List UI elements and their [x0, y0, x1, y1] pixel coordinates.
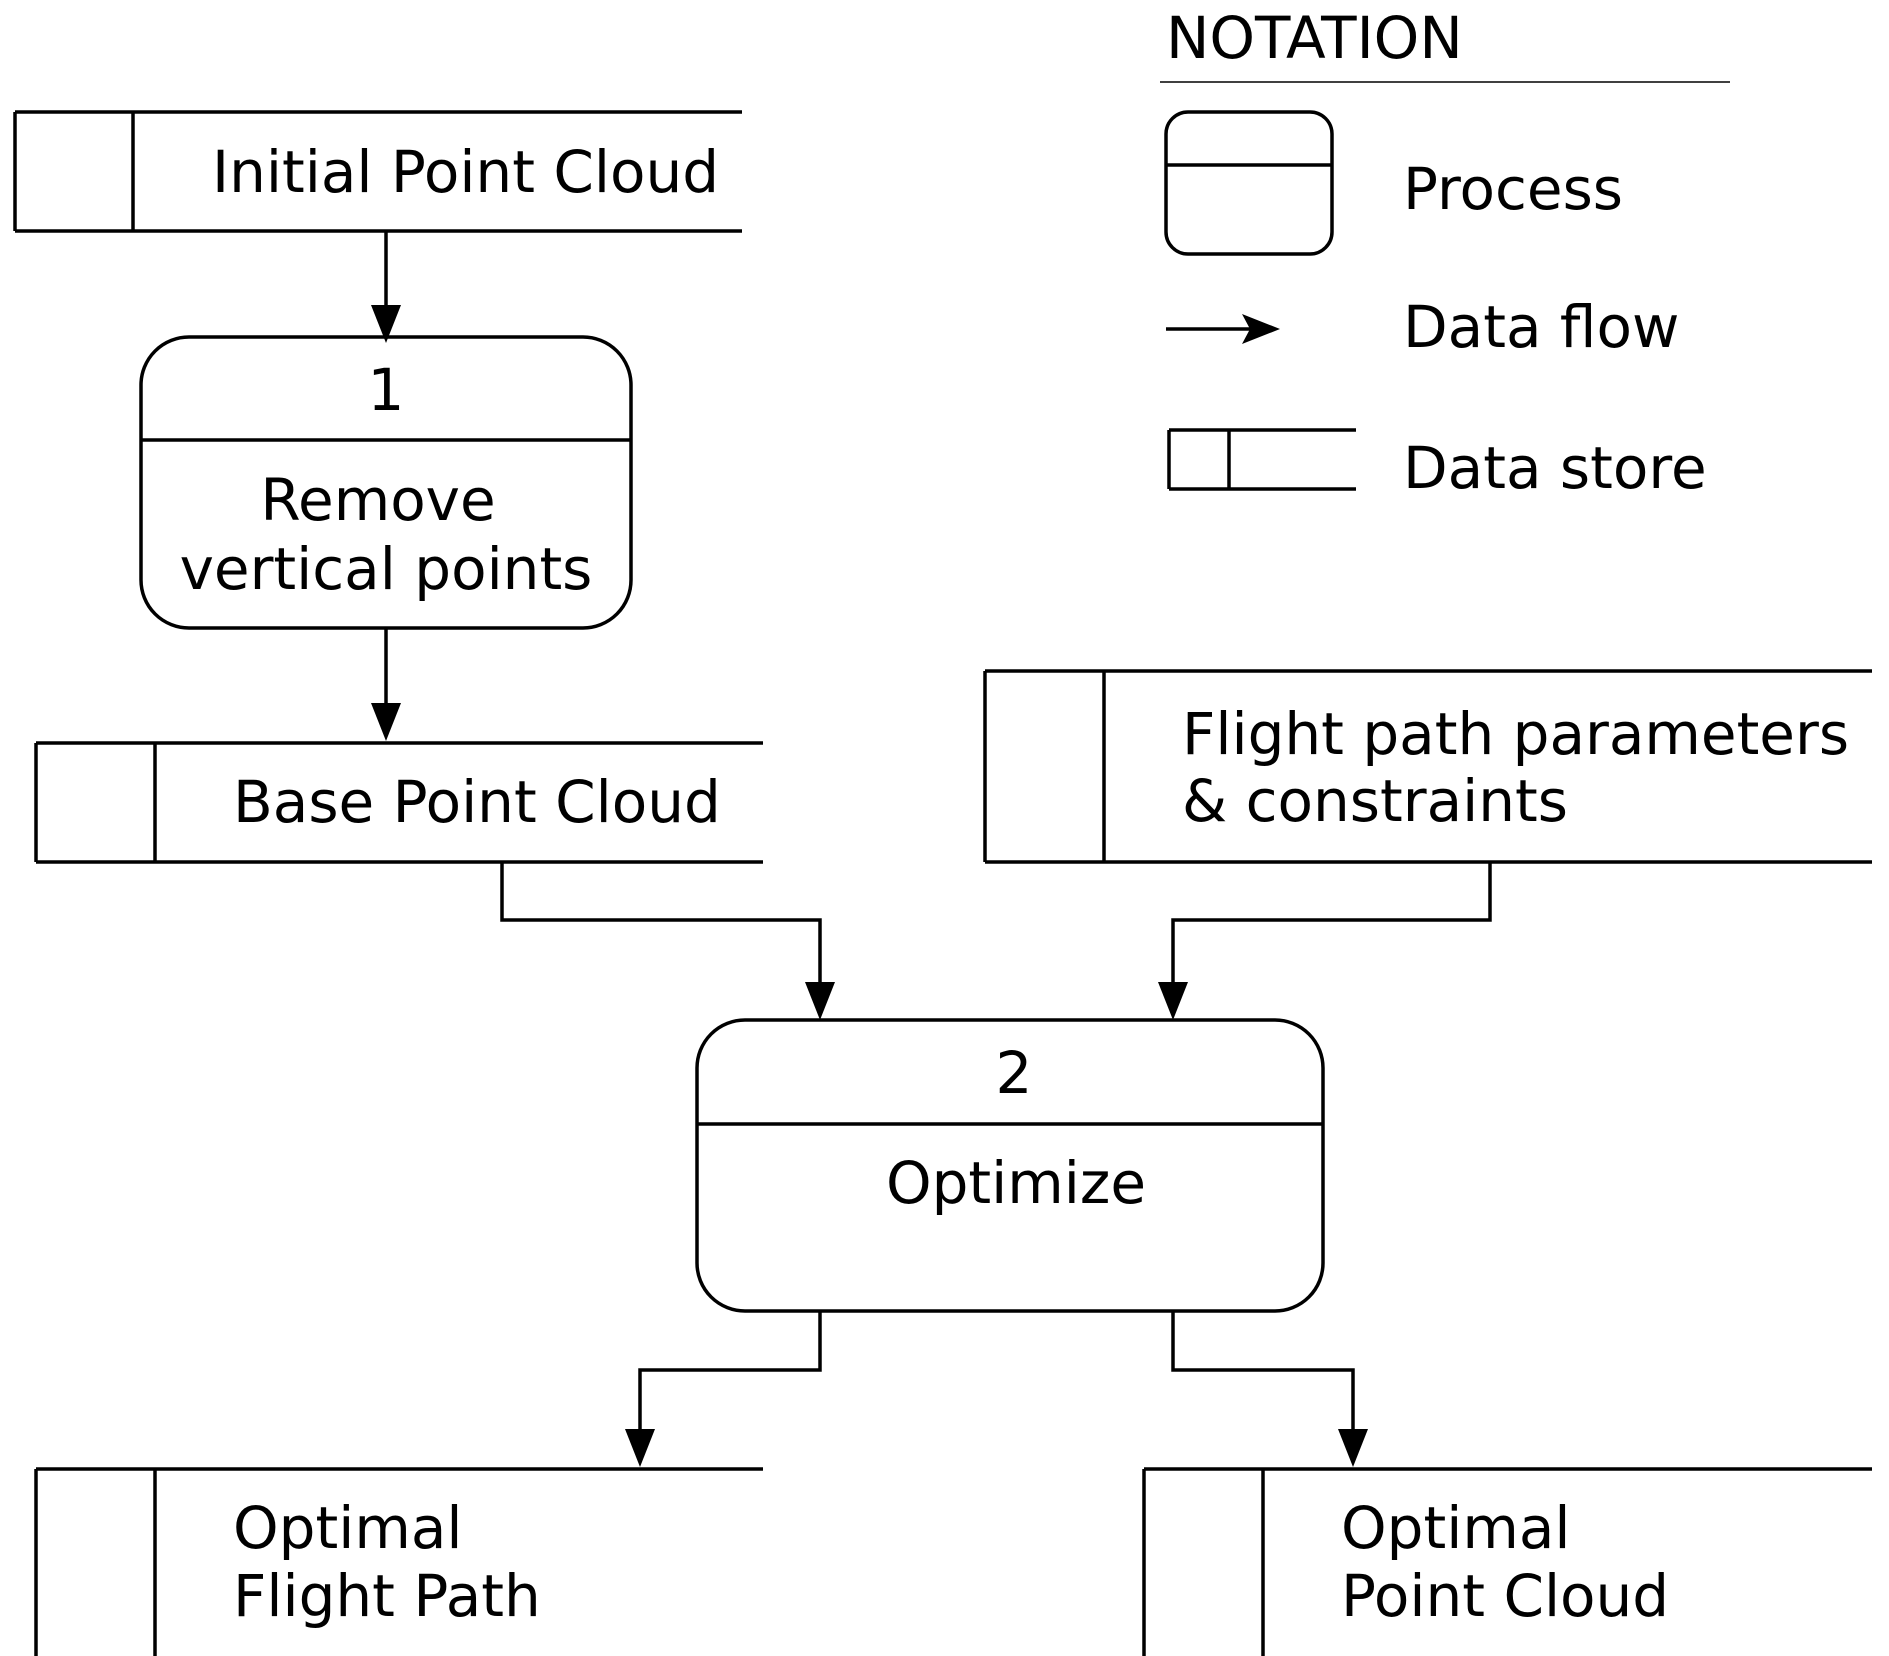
flow-arrow-base-to-process-2 — [500, 862, 835, 1020]
process-2-label: Optimize — [886, 1149, 1146, 1217]
flow-arrow-process-1-to-base — [371, 628, 401, 741]
legend-process-symbol — [1164, 110, 1334, 256]
flow-arrow-initial-to-process-1 — [371, 231, 401, 343]
flight-path-parameters-line-1: Flight path parameters — [1182, 700, 1849, 768]
flight-path-parameters-line-2: & constraints — [1182, 767, 1568, 835]
legend-data-store-symbol — [1167, 428, 1356, 491]
flow-arrow-process-2-to-point-cloud — [1171, 1311, 1368, 1467]
process-1-label-line-1: Remove — [260, 466, 495, 534]
process-1-label-line-2: vertical points — [180, 535, 593, 603]
data-store-base-point-cloud: Base Point Cloud — [34, 741, 763, 864]
optimal-point-cloud-line-2: Point Cloud — [1341, 1562, 1669, 1630]
notation-title: NOTATION — [1166, 4, 1463, 72]
data-store-initial-point-cloud: Initial Point Cloud — [13, 110, 742, 233]
flow-arrow-process-2-to-flight-path — [625, 1311, 822, 1467]
process-1-remove-vertical-points: 1 Remove vertical points — [139, 335, 633, 630]
optimal-flight-path-line-1: Optimal — [233, 1494, 462, 1562]
process-1-number: 1 — [368, 356, 405, 424]
data-store-optimal-flight-path: Optimal Flight Path — [34, 1467, 763, 1656]
base-point-cloud-label: Base Point Cloud — [233, 768, 721, 836]
legend-data-flow-arrow — [1166, 314, 1280, 344]
flow-arrow-parameters-to-process-2 — [1158, 862, 1492, 1020]
optimal-point-cloud-line-1: Optimal — [1341, 1494, 1570, 1562]
initial-point-cloud-label: Initial Point Cloud — [212, 138, 719, 206]
process-2-optimize: 2 Optimize — [695, 1018, 1325, 1313]
legend-data-store-label: Data store — [1403, 434, 1707, 502]
process-2-number: 2 — [996, 1039, 1033, 1107]
legend-process-label: Process — [1403, 155, 1623, 223]
legend-data-flow-label: Data flow — [1403, 293, 1679, 361]
optimal-flight-path-line-2: Flight Path — [233, 1562, 541, 1630]
data-store-optimal-point-cloud: Optimal Point Cloud — [1142, 1467, 1872, 1656]
data-store-flight-path-parameters: Flight path parameters & constraints — [983, 669, 1872, 864]
notation-legend: NOTATION Process Data flow Data store — [1160, 4, 1730, 502]
